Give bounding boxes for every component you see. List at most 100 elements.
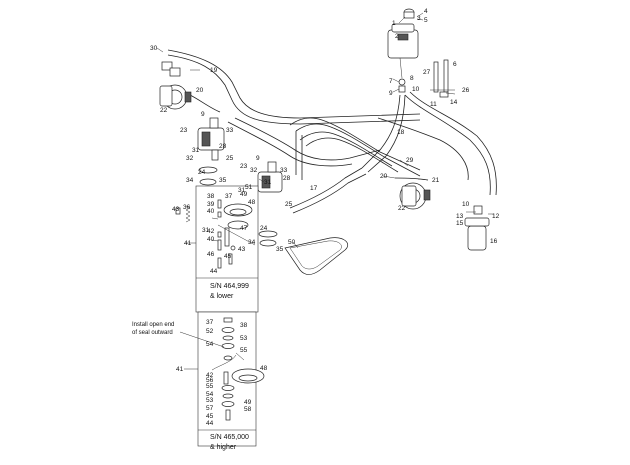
callout-22a: 22 — [160, 107, 168, 114]
callout-43a: 43 — [172, 206, 180, 213]
callout-27: 27 — [423, 69, 431, 76]
callout-10b: 10 — [462, 201, 470, 208]
callout-35a: 35 — [219, 177, 227, 184]
callout-48a: 48 — [248, 199, 256, 206]
callout-39: 39 — [207, 201, 215, 208]
drive-belt — [284, 237, 349, 275]
callout-24a: 24 — [198, 169, 206, 176]
callout-13: 13 — [456, 213, 464, 220]
callout-55b: 55 — [206, 383, 214, 390]
callout-46: 46 — [207, 251, 215, 258]
callout-16: 16 — [490, 238, 498, 245]
callout-25b: 25 — [285, 201, 293, 208]
callout-14: 14 — [450, 99, 458, 106]
note-line1: Install open end — [132, 322, 174, 328]
callout-45a: 45 — [224, 253, 232, 260]
lower-box-line1: S/N 465,000 — [210, 434, 249, 441]
hydraulic-reservoir — [387, 8, 419, 93]
callout-33a: 33 — [226, 127, 234, 134]
callout-24b: 24 — [260, 225, 268, 232]
lower-serial-box — [197, 311, 265, 447]
callout-19: 19 — [210, 67, 218, 74]
hydraulic-pump-upper — [197, 117, 225, 186]
callout-20a: 20 — [196, 87, 204, 94]
callout-3: 3 — [417, 15, 421, 22]
callout-53b: 53 — [206, 397, 214, 404]
callout-44b: 44 — [206, 420, 214, 427]
callout-41a: 41 — [184, 240, 192, 247]
callout-38a: 38 — [207, 193, 215, 200]
callout-51: 51 — [245, 184, 253, 191]
callout-42a: 42 — [207, 228, 215, 235]
callout-49b: 49 — [244, 399, 252, 406]
callout-1: 1 — [392, 20, 396, 27]
callout-49a: 49 — [240, 191, 248, 198]
callout-34b: 34 — [248, 239, 256, 246]
callout-31a: 31 — [192, 147, 200, 154]
callout-25a: 25 — [226, 155, 234, 162]
callout-38b: 38 — [240, 322, 248, 329]
callout-8: 8 — [410, 75, 414, 82]
callout-44a: 44 — [210, 268, 218, 275]
lower-box-line2: & higher — [210, 444, 237, 451]
callout-11: 11 — [430, 101, 437, 108]
callout-45b: 45 — [206, 413, 214, 420]
callout-32a: 32 — [186, 155, 194, 162]
callout-53a: 53 — [240, 335, 248, 342]
spring — [175, 205, 191, 223]
note-line2: of seal outward — [132, 330, 173, 336]
serial-number-labels: S/N 464,999 & lower S/N 465,000 & higher — [210, 283, 249, 451]
mounting-bracket — [430, 59, 455, 98]
callout-23b: 23 — [240, 163, 248, 170]
callout-12: 12 — [492, 213, 500, 220]
callout-26: 26 — [462, 87, 470, 94]
callout-54b: 54 — [206, 391, 214, 398]
callout-7: 7 — [389, 78, 393, 85]
callout-40a: 40 — [207, 208, 215, 215]
callout-5: 5 — [424, 17, 428, 24]
hydraulic-motor-left — [159, 61, 192, 110]
callout-28a: 28 — [219, 143, 227, 150]
callout-10a: 10 — [412, 86, 420, 93]
callout-9c: 9 — [201, 111, 205, 118]
callout-17: 17 — [310, 185, 318, 192]
callout-18: 18 — [397, 129, 405, 136]
callout-29: 29 — [406, 157, 414, 164]
callout-21: 21 — [432, 177, 440, 184]
upper-box-line2: & lower — [210, 293, 234, 300]
callout-56: 56 — [206, 377, 214, 384]
callout-41b: 41 — [176, 366, 184, 373]
seal-install-note: Install open end of seal outward — [132, 322, 225, 348]
callout-54a: 54 — [206, 341, 214, 348]
callout-40b: 40 — [207, 236, 215, 243]
callout-37b: 37 — [206, 319, 214, 326]
callout-43b: 43 — [238, 246, 246, 253]
callout-9a: 9 — [389, 90, 393, 97]
callout-57: 57 — [206, 405, 214, 412]
callout-55a: 55 — [240, 347, 248, 354]
callout-37a: 37 — [225, 193, 233, 200]
hydraulic-hoses — [167, 49, 497, 214]
callout-4: 4 — [424, 8, 428, 15]
callout-2: 2 — [395, 33, 399, 40]
callout-15: 15 — [456, 220, 464, 227]
upper-box-line1: S/N 464,999 — [210, 283, 249, 290]
callout-9b: 9 — [256, 155, 260, 162]
callout-31c: 31 — [202, 227, 210, 234]
callout-20b: 20 — [380, 173, 388, 180]
callout-50: 50 — [288, 239, 296, 246]
callout-32b: 32 — [250, 167, 258, 174]
callout-36: 36 — [183, 204, 191, 211]
callout-31d: 31 — [238, 187, 246, 194]
callout-58: 58 — [244, 406, 252, 413]
callout-22b: 22 — [398, 205, 406, 212]
callout-28b: 28 — [283, 175, 291, 182]
callout-48b: 48 — [260, 365, 268, 372]
upper-serial-box — [195, 185, 259, 313]
hydraulic-pump-center — [257, 161, 283, 247]
callout-47: 47 — [240, 225, 248, 232]
hydraulic-motor-right — [399, 182, 431, 210]
callout-23a: 23 — [180, 127, 188, 134]
